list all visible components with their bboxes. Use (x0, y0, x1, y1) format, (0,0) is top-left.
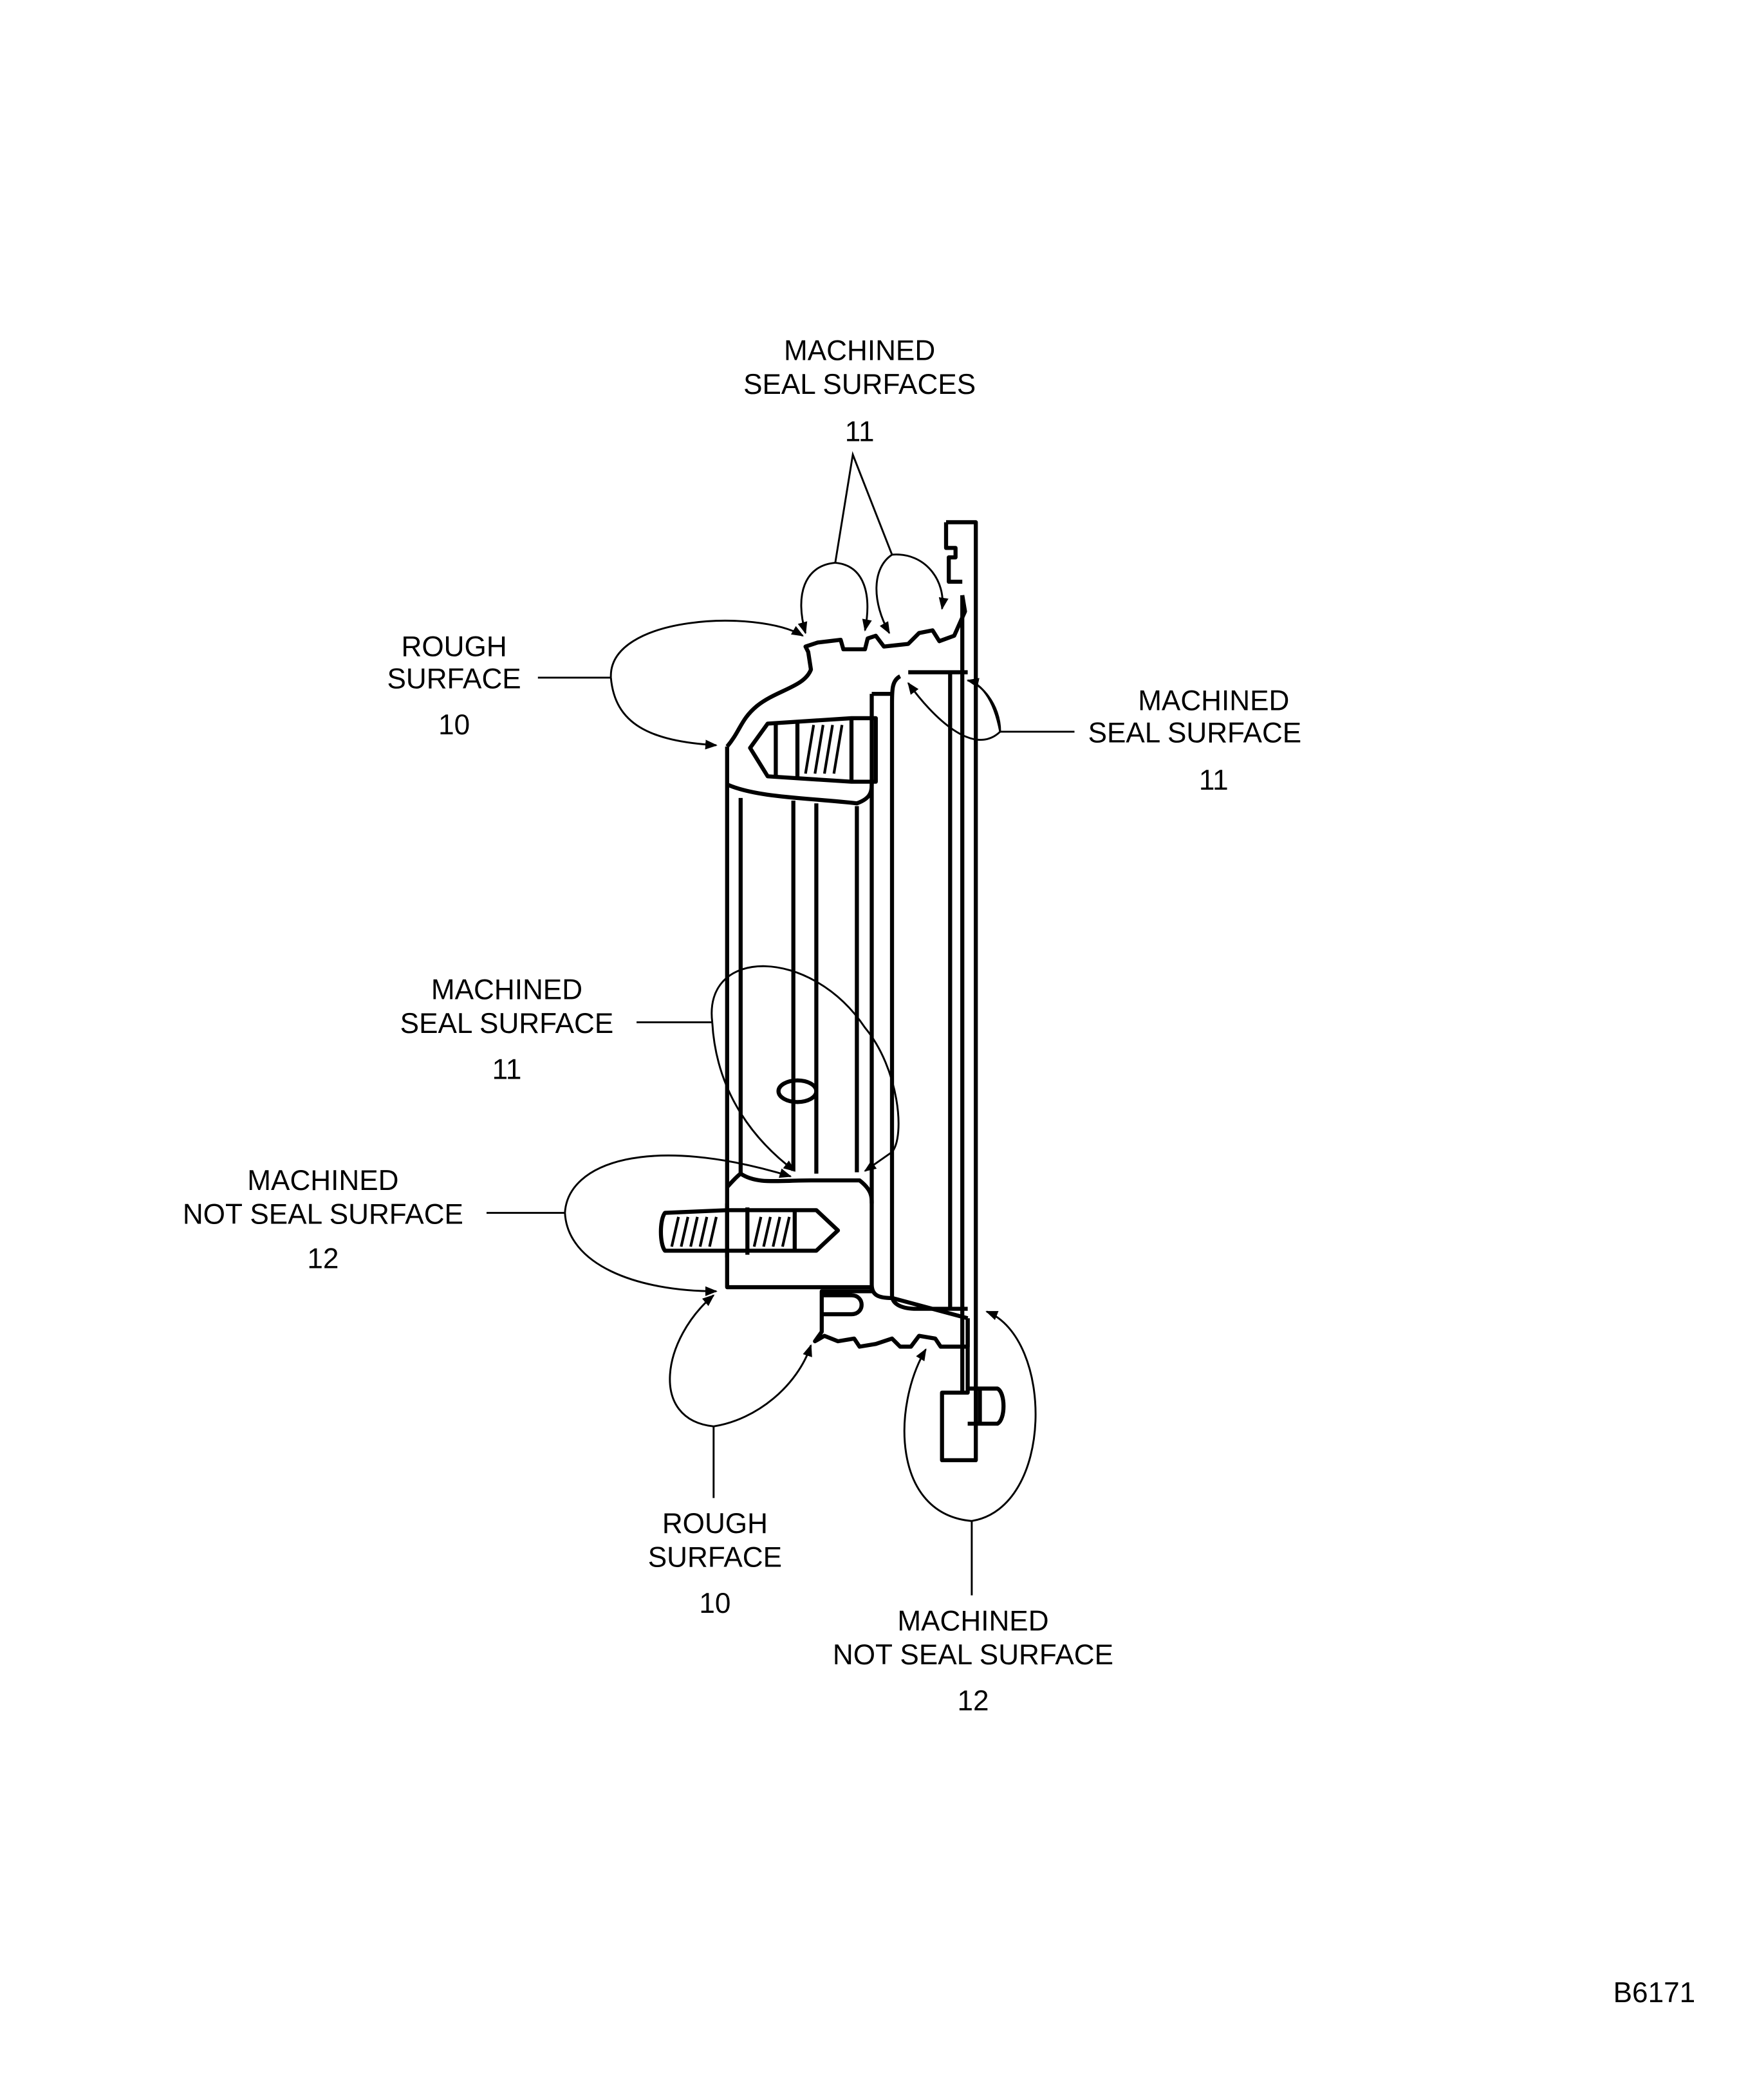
reference-number: 11 (1199, 765, 1229, 796)
bottom-stud-bolt (658, 1203, 841, 1258)
label-line: NOT SEAL SURFACE (833, 1639, 1113, 1671)
label-right-machined-seal-surface: MACHINED SEAL SURFACE 11 (1088, 685, 1302, 796)
label-line: MACHINED (784, 335, 935, 366)
label-line: NOT SEAL SURFACE (183, 1198, 463, 1230)
label-line: SURFACE (648, 1542, 782, 1574)
label-line: MACHINED (1138, 685, 1289, 716)
label-line: ROUGH (662, 1508, 768, 1539)
label-top-machined-seal-surfaces: MACHINED SEAL SURFACES 11 (743, 335, 976, 447)
label-line: SEAL SURFACES (743, 369, 976, 400)
label-left-rough-surface: ROUGH SURFACE 10 (387, 631, 521, 741)
label-line: MACHINED (897, 1605, 1048, 1637)
reference-number: 12 (957, 1685, 989, 1716)
figure-id: B6171 (1613, 1977, 1696, 2009)
label-bottom-machined-not-seal-surface: MACHINED NOT SEAL SURFACE 12 (833, 1605, 1113, 1716)
housing-cross-section (725, 520, 1006, 1462)
reference-number: 10 (699, 1588, 730, 1619)
label-middle-machined-seal-surface: MACHINED SEAL SURFACE 11 (400, 974, 614, 1086)
label-line: SEAL SURFACE (400, 1008, 614, 1039)
label-bottom-rough-surface: ROUGH SURFACE 10 (648, 1508, 782, 1619)
reference-number: 11 (845, 416, 875, 447)
label-line: SEAL SURFACE (1088, 718, 1302, 749)
reference-number: 11 (492, 1054, 522, 1086)
top-stud-bolt (748, 716, 878, 784)
label-line: MACHINED (247, 1165, 398, 1196)
label-line: MACHINED (431, 974, 582, 1006)
label-line: ROUGH (402, 631, 507, 662)
reference-number: 12 (307, 1243, 339, 1275)
label-line: SURFACE (387, 664, 521, 695)
label-left-machined-not-seal-surface: MACHINED NOT SEAL SURFACE 12 (183, 1165, 463, 1275)
reference-number: 10 (438, 709, 470, 741)
callout-leaders (487, 451, 1075, 1595)
